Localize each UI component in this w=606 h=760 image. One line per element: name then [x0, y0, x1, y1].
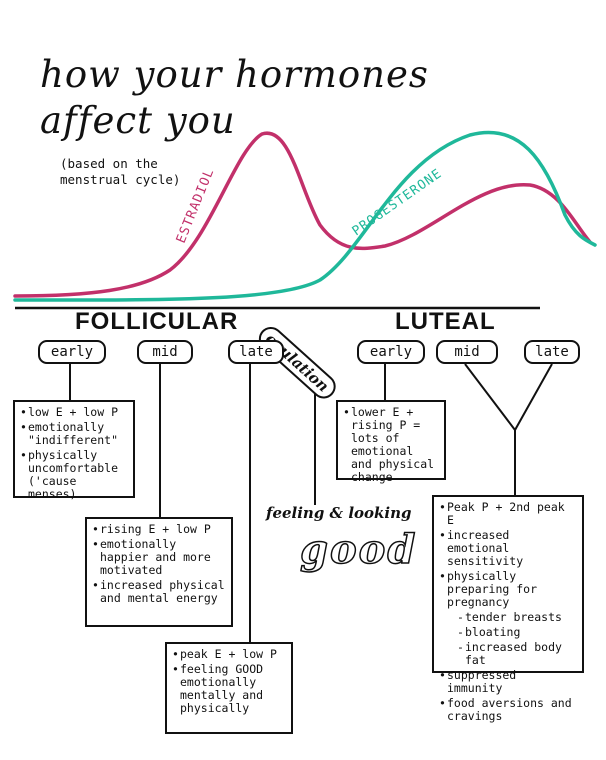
tag-follicular-mid: mid [137, 340, 193, 364]
box-follicular-late: peak E + low P feeling GOOD emotionally … [165, 642, 293, 734]
tag-luteal-mid: mid [436, 340, 498, 364]
list-item: low E + low P [20, 406, 128, 420]
list-item: physically preparing for pregnancy [439, 570, 577, 609]
list-item: increased physical and mental energy [92, 579, 226, 605]
subtitle: (based on the menstrual cycle) [60, 156, 180, 188]
list-subitem: tender breasts [439, 611, 577, 625]
list-item: feeling GOOD emotionally mentally and ph… [172, 663, 286, 715]
list-item: physically uncomfortable ('cause menses) [20, 449, 128, 501]
box-luteal-late: Peak P + 2nd peak E increased emotional … [432, 495, 584, 723]
title-line-2: affect you [40, 99, 236, 142]
subtitle-line-1: (based on the [60, 156, 158, 171]
tag-follicular-early: early [38, 340, 106, 364]
estradiol-label: ESTRADIOL [174, 166, 218, 245]
tag-luteal-late: late [524, 340, 580, 364]
subtitle-line-2: menstrual cycle) [60, 172, 181, 187]
progesterone-label: PROGESTERONE [350, 166, 445, 239]
list-item: food aversions and cravings [439, 697, 577, 723]
box-follicular-mid: rising E + low P emotionally happier and… [85, 517, 233, 627]
box-follicular-early: low E + low P emotionally "indifferent" … [13, 400, 135, 501]
list-item: Peak P + 2nd peak E [439, 501, 577, 527]
title-line-1: how your hormones [40, 53, 429, 96]
ovulation-good-text: good [299, 525, 418, 574]
list-item: emotionally happier and more motivated [92, 538, 226, 577]
list-item: suppressed immunity [439, 669, 577, 695]
list-subitem: bloating [439, 626, 577, 640]
list-item: emotionally "indifferent" [20, 421, 128, 447]
list-item: peak E + low P [172, 648, 286, 662]
tag-luteal-early: early [357, 340, 425, 364]
list-item: lower E + rising P = lots of emotional a… [343, 406, 439, 484]
phase-follicular: FOLLICULAR [75, 308, 239, 335]
box-luteal-early: lower E + rising P = lots of emotional a… [336, 400, 446, 484]
phase-luteal: LUTEAL [395, 308, 496, 335]
list-subitem: increased body fat [439, 641, 577, 667]
list-item: rising E + low P [92, 523, 226, 537]
estradiol-curve [13, 131, 592, 298]
list-item: increased emotional sensitivity [439, 529, 577, 568]
tag-follicular-late: late [228, 340, 284, 364]
connector-l-mid-late [464, 363, 553, 495]
page-title: how your hormones affect you [40, 52, 429, 144]
progesterone-curve [13, 130, 597, 302]
ovulation-feeling-text: feeling & looking [266, 504, 412, 522]
